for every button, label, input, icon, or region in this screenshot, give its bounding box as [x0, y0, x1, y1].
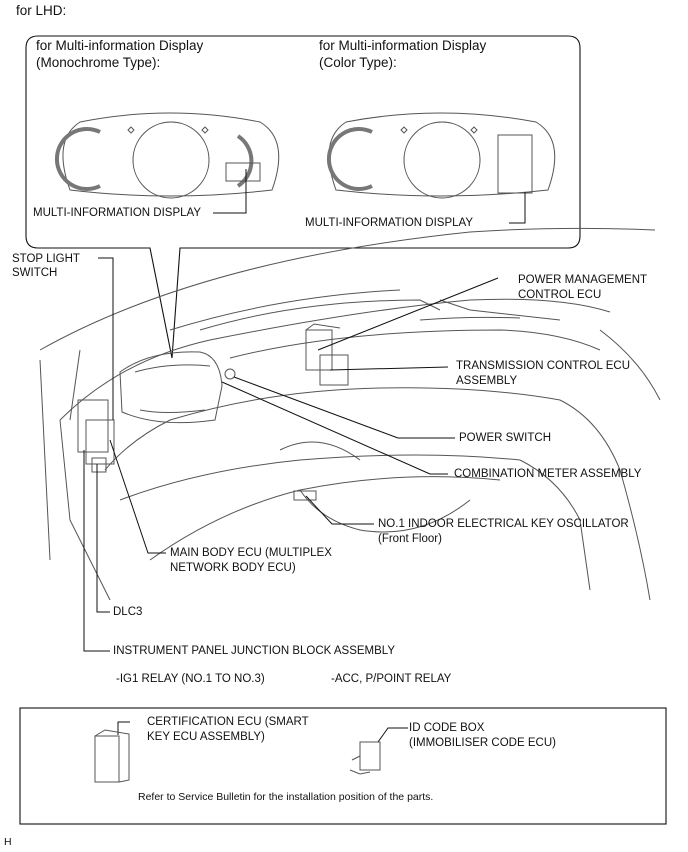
combination-meter-label: COMBINATION METER ASSEMBLY	[454, 468, 642, 480]
mono-cluster-drawing	[55, 112, 280, 199]
junction-block-label: INSTRUMENT PANEL JUNCTION BLOCK ASSEMBLY	[113, 645, 396, 657]
main-body-ecu-line1: MAIN BODY ECU (MULTIPLEX	[170, 547, 332, 559]
transmission-ecu-line1: TRANSMISSION CONTROL ECU	[456, 360, 631, 372]
key-oscillator-line1: NO.1 INDOOR ELECTRICAL KEY OSCILLATOR	[378, 518, 629, 530]
transmission-ecu-line2: ASSEMBLY	[456, 375, 518, 387]
ig1-relay-label: -IG1 RELAY (NO.1 TO NO.3)	[116, 673, 265, 685]
certification-ecu-line1: CERTIFICATION ECU (SMART	[147, 716, 309, 728]
stop-light-switch-line1: STOP LIGHT	[12, 253, 80, 265]
service-bulletin-note: Refer to Service Bulletin for the instal…	[138, 791, 434, 803]
color-display-label: MULTI-INFORMATION DISPLAY	[305, 217, 474, 229]
footer-mark: H	[4, 836, 12, 848]
power-management-ecu-line1: POWER MANAGEMENT	[518, 274, 648, 286]
power-switch-label: POWER SWITCH	[459, 432, 551, 444]
dlc3-label: DLC3	[113, 606, 143, 618]
stop-light-switch-line2: SWITCH	[12, 267, 58, 279]
color-title-line1: for Multi-information Display	[319, 38, 487, 53]
id-code-box-drawing	[349, 741, 381, 775]
dashboard-drawing	[39, 227, 661, 601]
certification-ecu-line2: KEY ECU ASSEMBLY)	[147, 731, 265, 743]
mono-display-label: MULTI-INFORMATION DISPLAY	[33, 207, 202, 219]
certification-ecu-drawing	[94, 729, 130, 783]
callout-box-border	[25, 35, 581, 359]
acc-relay-label: -ACC, P/POINT RELAY	[331, 673, 452, 685]
header-variant: for LHD:	[16, 3, 67, 18]
mono-title-line1: for Multi-information Display	[36, 38, 204, 53]
id-code-box-line1: ID CODE BOX	[409, 722, 485, 734]
id-code-box-line2: (IMMOBILISER CODE ECU)	[409, 737, 556, 749]
color-cluster-drawing	[327, 112, 556, 199]
power-management-ecu-line2: CONTROL ECU	[518, 289, 602, 301]
mono-title-line2: (Monochrome Type):	[36, 55, 161, 70]
key-oscillator-line2: (Front Floor)	[378, 533, 442, 545]
bottom-box-border	[19, 707, 667, 825]
color-title-line2: (Color Type):	[319, 55, 397, 70]
leader-lines	[83, 169, 526, 743]
main-body-ecu-line2: NETWORK BODY ECU)	[170, 562, 296, 574]
